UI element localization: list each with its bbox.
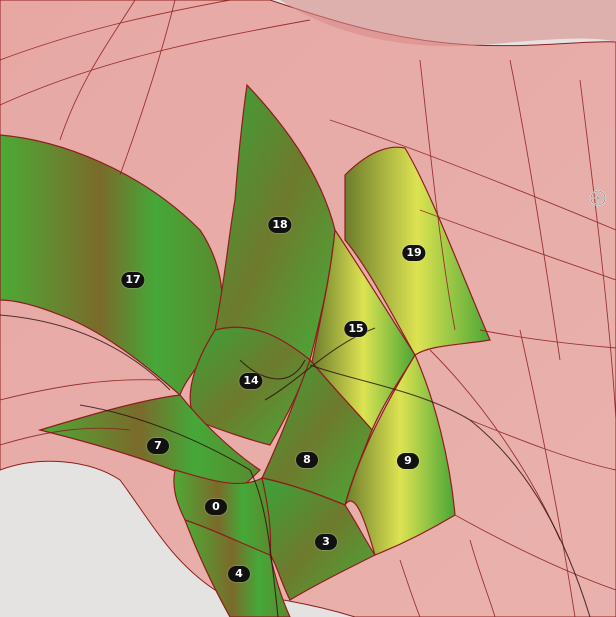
panel-tag-7[interactable]: 7 (147, 438, 169, 454)
panel-tag-14[interactable]: 14 (239, 373, 263, 389)
panel-tag-15[interactable]: 15 (344, 321, 368, 337)
panel-tag-4[interactable]: 4 (228, 566, 250, 582)
panel-tag-8[interactable]: 8 (296, 452, 318, 468)
panel-tag-9[interactable]: 9 (397, 453, 419, 469)
panel-tag-0[interactable]: 0 (205, 499, 227, 515)
panel-tag-19[interactable]: 19 (402, 245, 426, 261)
surface-fold (280, 0, 616, 47)
panel-tag-3[interactable]: 3 (315, 534, 337, 550)
panel-tag-17[interactable]: 17 (121, 272, 145, 288)
gumball-icon[interactable] (586, 186, 610, 210)
panel-tag-18[interactable]: 18 (268, 217, 292, 233)
